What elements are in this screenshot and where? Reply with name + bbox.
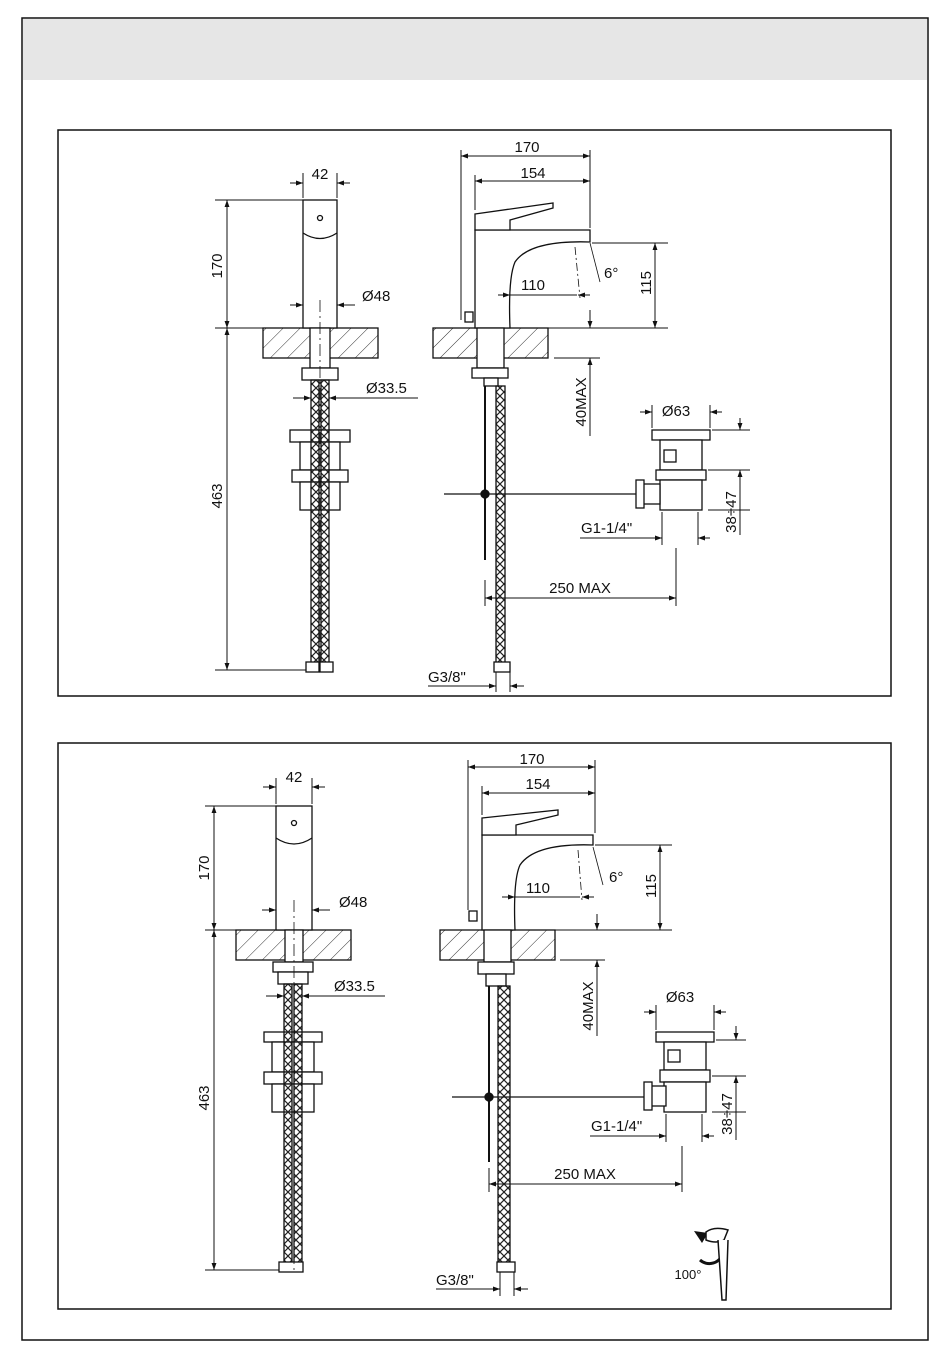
dim-spout-height: 115 (638, 271, 655, 295)
supply-hose-right (321, 380, 329, 664)
rotation-angle: 100° (675, 1267, 702, 1282)
panel-frame (58, 743, 891, 1309)
dim-spout-height: 115 (643, 874, 660, 898)
dim-supply-length: 463 (196, 1085, 213, 1110)
dim-top-height: 170 (196, 855, 213, 880)
dim-spout-reach: 110 (521, 277, 545, 294)
dim-spout-angle: 6° (609, 869, 623, 886)
dim-spout-reach: 110 (526, 880, 550, 897)
dim-overall-length: 170 (514, 139, 539, 156)
supply-hose-front (496, 386, 505, 664)
dim-waste-thread: G1-1/4" (581, 520, 632, 537)
dim-supply-thread: G3/8" (436, 1272, 474, 1289)
front-view (433, 203, 710, 672)
side-view (236, 806, 351, 1272)
dim-supply-thread: G3/8" (428, 669, 466, 686)
lever-handle (482, 810, 558, 835)
dim-lever-length: 154 (525, 776, 550, 793)
supply-hose-right (294, 984, 302, 1264)
dim-deck-thickness: 40MAX (580, 981, 597, 1030)
front-view (440, 810, 714, 1272)
waste-body (660, 480, 702, 510)
dim-shank-diameter: Ø33.5 (366, 380, 407, 397)
dim-lever-length: 154 (520, 165, 545, 182)
dim-waste-thread: G1-1/4" (591, 1118, 642, 1135)
dim-waste-adjust: 38÷47 (723, 491, 740, 533)
header-band (23, 19, 927, 80)
dim-waste-diameter: Ø63 (662, 403, 690, 420)
supply-hose-left (311, 380, 319, 664)
dim-overall-length: 170 (519, 751, 544, 768)
dim-top-width: 42 (286, 769, 303, 786)
supply-hose-front (498, 986, 510, 1264)
dim-rod-length: 250 MAX (549, 580, 611, 597)
drawing-panel-2: 42 170 Ø48 Ø33.5 463 (58, 743, 891, 1309)
dim-top-width: 42 (312, 166, 329, 183)
dim-body-diameter: Ø48 (362, 288, 390, 305)
waste-body (664, 1082, 706, 1112)
side-view (263, 200, 378, 672)
dim-waste-adjust: 38÷47 (719, 1093, 736, 1135)
rotation-detail (694, 1228, 728, 1300)
dim-top-height: 170 (209, 253, 226, 278)
dim-waste-diameter: Ø63 (666, 989, 694, 1006)
dim-body-diameter: Ø48 (339, 894, 367, 911)
dim-shank-diameter: Ø33.5 (334, 978, 375, 995)
dim-spout-angle: 6° (604, 265, 618, 282)
dim-supply-length: 463 (209, 483, 226, 508)
lever-handle (475, 203, 553, 230)
drawing-panel-1: 42 170 Ø48 Ø33.5 463 (58, 130, 891, 696)
dim-rod-length: 250 MAX (554, 1166, 616, 1183)
dim-deck-thickness: 40MAX (573, 377, 590, 426)
supply-hose-left (284, 984, 292, 1264)
waste-thread (264, 1072, 322, 1084)
